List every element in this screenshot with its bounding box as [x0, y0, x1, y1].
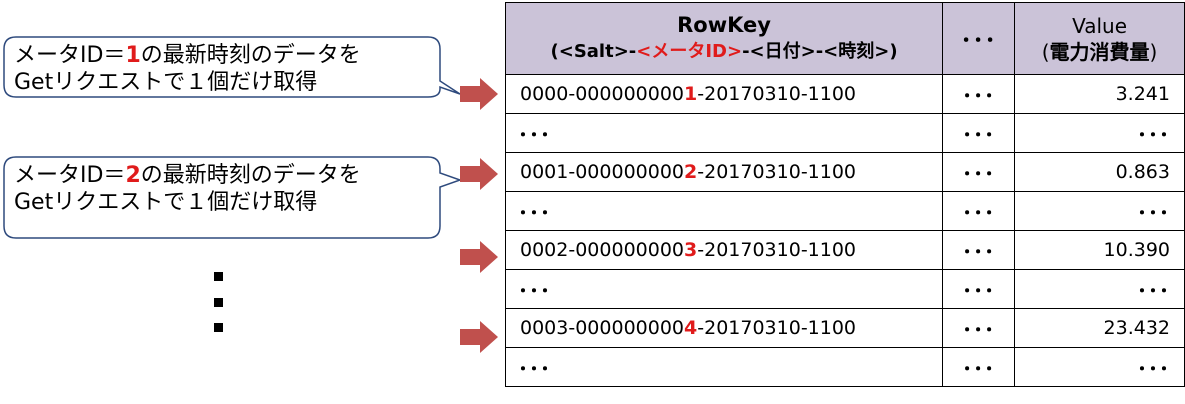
callout-line-2: Getリクエストで１個だけ取得	[14, 70, 318, 95]
header-value: Value (電力消費量)	[1014, 2, 1185, 75]
ellipsis-cell: ･･･	[1014, 269, 1185, 309]
ellipsis-cell: ･･･	[1014, 347, 1185, 387]
vertical-ellipsis	[214, 272, 228, 336]
ellipsis-cell: ･･･	[942, 230, 1016, 270]
callout-bubble	[3, 36, 461, 98]
ellipsis-cell: ･･･	[504, 113, 944, 153]
ellipsis-cell: ･･･	[942, 74, 1016, 114]
header-value-title: Value	[1072, 13, 1127, 38]
rowkey-cell: 0000-0000000001-20170310-1100	[504, 74, 944, 114]
value-cell: 3.241	[1014, 74, 1185, 114]
value-cell: 23.432	[1014, 308, 1185, 348]
header-ellipsis: ･･･	[942, 2, 1016, 75]
arrow-right-icon	[460, 78, 498, 110]
table-row: ･･･ ･･･ ･･･	[504, 347, 1185, 387]
ellipsis-cell: ･･･	[942, 152, 1016, 192]
rowkey-cell: 0003-0000000004-20170310-1100	[504, 308, 944, 348]
value-cell: 10.390	[1014, 230, 1185, 270]
header-rowkey-title: RowKey	[677, 13, 771, 37]
arrow-right-icon	[460, 158, 498, 190]
arrow-right-icon	[460, 241, 498, 273]
callout-line-1: メータID＝1の最新時刻のデータを	[14, 43, 361, 68]
table-row: 0003-0000000004-20170310-1100 ･･･ 23.432	[504, 308, 1185, 348]
ellipsis-cell: ･･･	[942, 347, 1016, 387]
ellipsis-cell: ･･･	[942, 113, 1016, 153]
header-rowkey-format: (<Salt>-<メータID>-<日付>-<時刻>)	[550, 41, 898, 62]
callout-meter-1: メータID＝1の最新時刻のデータを Getリクエストで１個だけ取得	[2, 36, 461, 98]
table-row: 0000-0000000001-20170310-1100 ･･･ 3.241	[504, 74, 1185, 114]
table-row: ･･･ ･･･ ･･･	[504, 191, 1185, 231]
table-row: 0002-0000000003-20170310-1100 ･･･ 10.390	[504, 230, 1185, 270]
header-value-sub: (電力消費量)	[1041, 39, 1158, 64]
rowkey-table: RowKey (<Salt>-<メータID>-<日付>-<時刻>) ･･･ Va…	[504, 2, 1185, 387]
table-row: 0001-0000000002-20170310-1100 ･･･ 0.863	[504, 152, 1185, 192]
table-row: ･･･ ･･･ ･･･	[504, 269, 1185, 309]
value-cell: 0.863	[1014, 152, 1185, 192]
ellipsis-cell: ･･･	[504, 191, 944, 231]
callout-line-2: Getリクエストで１個だけ取得	[14, 190, 318, 215]
callout-line-1: メータID＝2の最新時刻のデータを	[14, 163, 361, 188]
callout-bubble	[3, 156, 463, 239]
arrow-right-icon	[460, 321, 498, 353]
rowkey-cell: 0002-0000000003-20170310-1100	[504, 230, 944, 270]
ellipsis-cell: ･･･	[942, 191, 1016, 231]
table-header: RowKey (<Salt>-<メータID>-<日付>-<時刻>) ･･･ Va…	[504, 2, 1185, 75]
table-row: ･･･ ･･･ ･･･	[504, 113, 1185, 153]
ellipsis-cell: ･･･	[942, 308, 1016, 348]
rowkey-cell: 0001-0000000002-20170310-1100	[504, 152, 944, 192]
ellipsis-cell: ･･･	[504, 269, 944, 309]
header-rowkey: RowKey (<Salt>-<メータID>-<日付>-<時刻>)	[504, 2, 944, 75]
ellipsis-cell: ･･･	[504, 347, 944, 387]
ellipsis-cell: ･･･	[1014, 191, 1185, 231]
ellipsis-cell: ･･･	[1014, 113, 1185, 153]
callout-meter-2: メータID＝2の最新時刻のデータを Getリクエストで１個だけ取得	[2, 156, 463, 239]
ellipsis-cell: ･･･	[942, 269, 1016, 309]
